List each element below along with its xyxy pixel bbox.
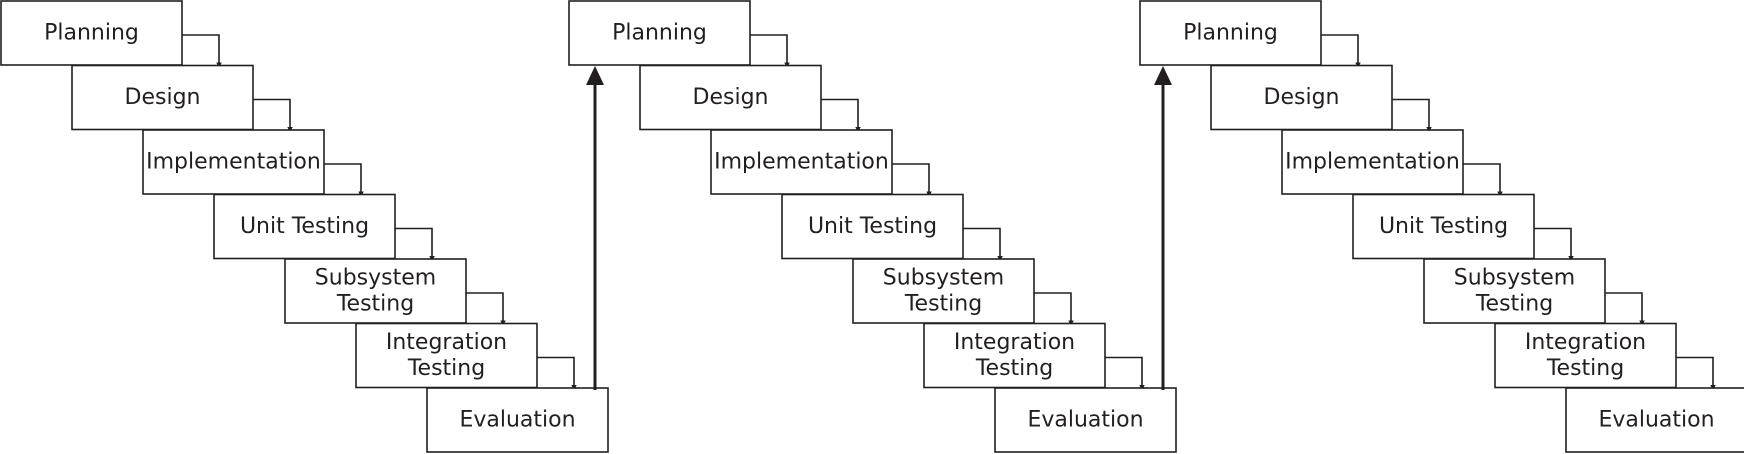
step-arrow	[182, 34, 222, 69]
stage-box-2-2	[639, 64, 822, 131]
stage-label: Evaluation	[1598, 408, 1714, 433]
stage-label: Planning	[1183, 21, 1278, 46]
stage-box-1-6	[355, 322, 538, 389]
step-arrow	[750, 34, 790, 69]
stage-label: Testing	[407, 356, 485, 381]
step-arrow	[1534, 227, 1574, 262]
stage-label: Integration	[1525, 330, 1646, 355]
stage-box-2-1	[568, 0, 751, 66]
stage-label: Subsystem	[1454, 266, 1575, 291]
step-arrow	[963, 227, 1003, 262]
stage-label: Subsystem	[315, 266, 436, 291]
stage-box-1-4	[213, 193, 396, 260]
stage-label: Testing	[904, 292, 982, 317]
step-arrow	[1605, 292, 1645, 327]
stage-label: Planning	[44, 21, 139, 46]
stage-label: Design	[125, 85, 201, 110]
feedback-arrowhead	[1154, 66, 1172, 85]
stage-label: Subsystem	[883, 266, 1004, 291]
stage-label: Integration	[386, 330, 507, 355]
stage-box-1-1	[0, 0, 183, 66]
step-arrow	[537, 356, 577, 391]
stage-box-2-3	[710, 129, 893, 195]
stage-label: Implementation	[714, 150, 889, 175]
step-arrow	[1034, 292, 1074, 327]
stage-box-1-3	[142, 129, 325, 195]
stage-label: Testing	[1475, 292, 1553, 317]
step-arrow	[1105, 356, 1145, 391]
step-arrow	[892, 163, 932, 198]
stage-label: Unit Testing	[240, 214, 369, 239]
stage-label: Evaluation	[459, 408, 575, 433]
step-arrow	[1392, 98, 1432, 133]
step-arrow	[1463, 163, 1503, 198]
feedback-arrowhead	[586, 66, 604, 85]
stage-label: Implementation	[1285, 150, 1460, 175]
stage-box-3-7	[1565, 387, 1744, 453]
stage-box-3-3	[1281, 129, 1464, 195]
step-arrow	[395, 227, 435, 262]
stage-label: Design	[1264, 85, 1340, 110]
stage-label: Planning	[612, 21, 707, 46]
stage-label: Integration	[954, 330, 1075, 355]
stage-label: Testing	[975, 356, 1053, 381]
step-arrow	[821, 98, 861, 133]
stage-label: Evaluation	[1027, 408, 1143, 433]
stage-box-3-6	[1494, 322, 1677, 389]
stage-box-2-5	[852, 258, 1035, 324]
stage-label: Testing	[1546, 356, 1624, 381]
stage-box-3-4	[1352, 193, 1535, 260]
step-arrow	[253, 98, 293, 133]
stage-label: Testing	[336, 292, 414, 317]
stage-box-1-2	[71, 64, 254, 131]
stage-box-2-4	[781, 193, 964, 260]
stage-box-1-7	[426, 387, 609, 453]
stage-box-2-6	[923, 322, 1106, 389]
stage-label: Design	[693, 85, 769, 110]
stage-label: Unit Testing	[1379, 214, 1508, 239]
step-arrow	[466, 292, 506, 327]
stage-box-2-7	[994, 387, 1177, 453]
step-arrow	[1676, 356, 1716, 391]
stage-label: Implementation	[146, 150, 321, 175]
stage-box-3-2	[1210, 64, 1393, 131]
stage-label: Unit Testing	[808, 214, 937, 239]
step-arrow	[324, 163, 364, 198]
stage-box-3-1	[1139, 0, 1322, 66]
step-arrow	[1321, 34, 1361, 69]
